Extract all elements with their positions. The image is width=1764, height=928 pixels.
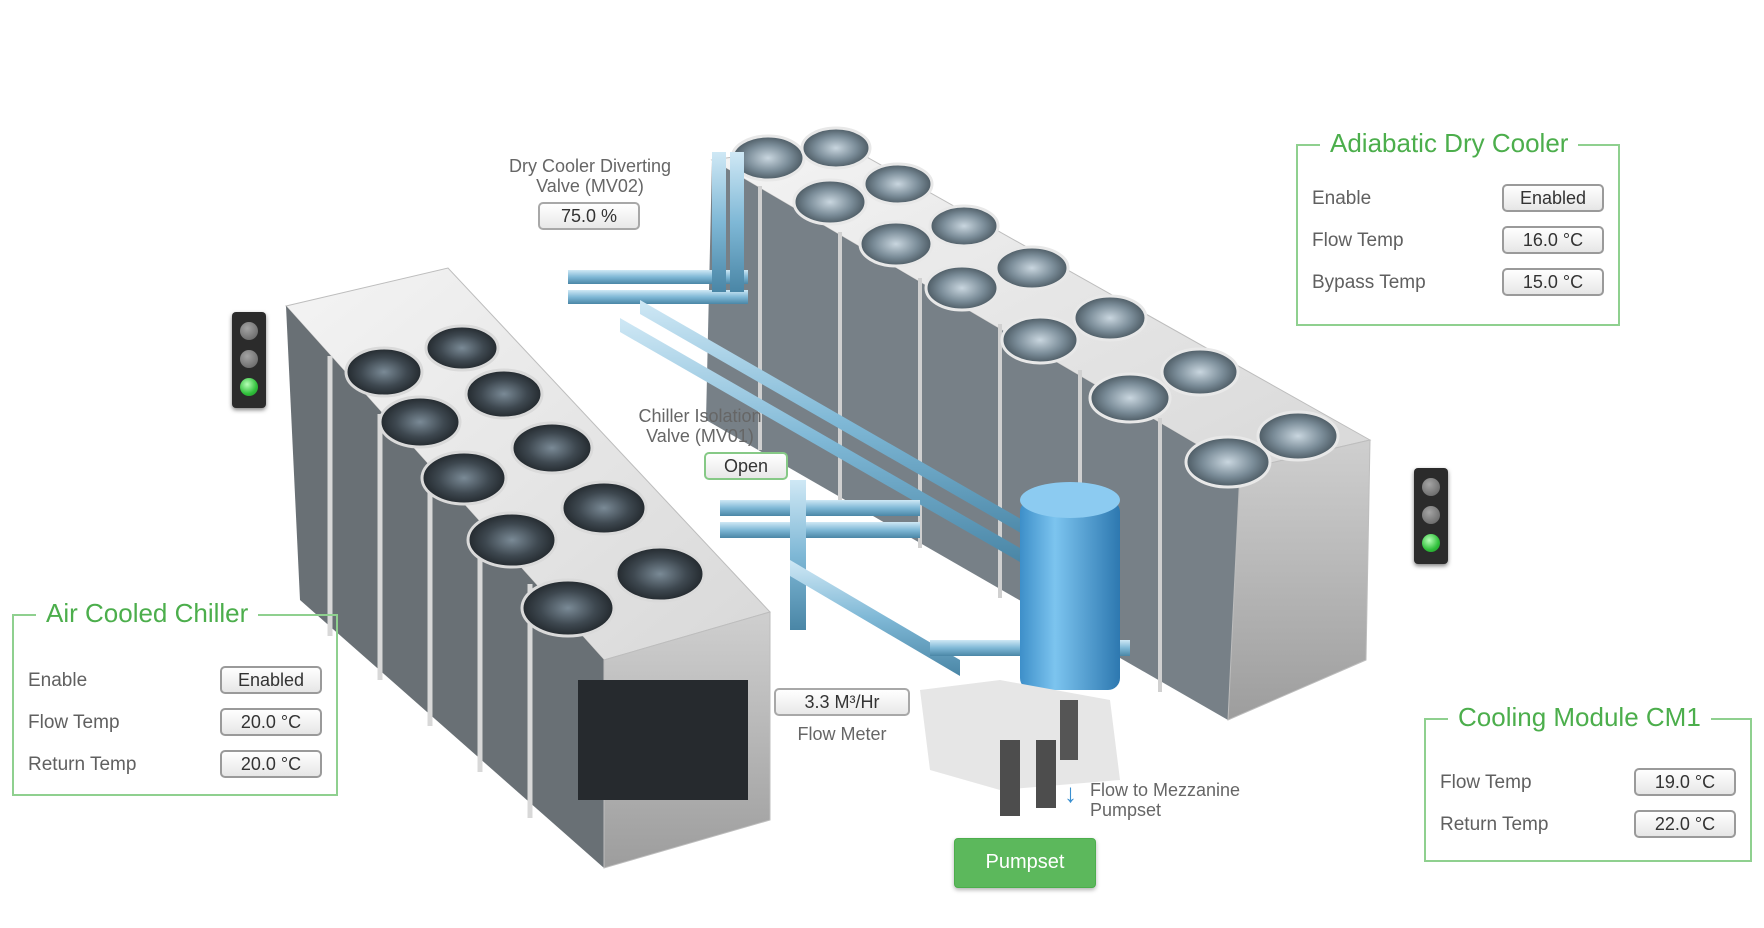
dry-cooler-flow-temp-row: Flow Temp 16.0 °C (1312, 226, 1604, 256)
flow-meter-label: Flow Meter (797, 724, 887, 744)
cm1-flow-temp-row: Flow Temp 19.0 °C (1440, 768, 1736, 798)
cm1-flow-temp-value: 19.0 °C (1634, 768, 1736, 796)
adiabatic-dry-cooler-title: Adiabatic Dry Cooler (1320, 128, 1579, 159)
chiller-flow-temp-label: Flow Temp (28, 712, 120, 733)
traffic-lamp-red (240, 322, 258, 340)
dry-cooler-status-light (1414, 468, 1448, 564)
dry-cooler-valve-value: 75.0 % (538, 202, 640, 230)
traffic-lamp-amber (240, 350, 258, 368)
dry-cooler-valve-label: Dry Cooler Diverting Valve (MV02) (470, 156, 710, 196)
pumpset-button[interactable]: Pumpset (954, 838, 1096, 888)
traffic-lamp-green (240, 378, 258, 396)
chiller-valve-label-line1: Chiller Isolation (638, 406, 762, 426)
chiller-enable-value[interactable]: Enabled (220, 666, 322, 694)
chiller-status-light (232, 312, 266, 408)
mezzanine-label: Flow to Mezzanine Pumpset (1090, 780, 1290, 820)
chiller-valve-label: Chiller Isolation Valve (MV01) (600, 406, 800, 446)
air-cooled-chiller-panel: Air Cooled Chiller Enable Enabled Flow T… (12, 598, 338, 796)
cm1-return-temp-row: Return Temp 22.0 °C (1440, 810, 1736, 840)
chiller-flow-temp-value: 20.0 °C (220, 708, 322, 736)
air-cooled-chiller-title: Air Cooled Chiller (36, 598, 259, 629)
chiller-valve-value: Open (704, 452, 788, 480)
dry-cooler-enable-label: Enable (1312, 188, 1372, 209)
chiller-return-temp-row: Return Temp 20.0 °C (28, 750, 322, 780)
traffic-lamp-red (1422, 478, 1440, 496)
dry-cooler-enable-row: Enable Enabled (1312, 184, 1604, 214)
cooling-module-panel: Cooling Module CM1 Flow Temp 19.0 °C Ret… (1424, 702, 1752, 862)
down-arrow-icon: ↓ (1064, 778, 1077, 808)
mezzanine-label-line2: Pumpset (1090, 800, 1162, 820)
cm1-flow-temp-label: Flow Temp (1440, 772, 1532, 793)
flow-meter-value: 3.3 M³/Hr (774, 688, 910, 716)
cooling-module-title: Cooling Module CM1 (1448, 702, 1711, 733)
traffic-lamp-amber (1422, 506, 1440, 524)
dry-cooler-bypass-temp-value: 15.0 °C (1502, 268, 1604, 296)
adiabatic-dry-cooler-panel: Adiabatic Dry Cooler Enable Enabled Flow… (1296, 128, 1620, 326)
chiller-enable-row: Enable Enabled (28, 666, 322, 696)
mezzanine-label-line1: Flow to Mezzanine (1090, 780, 1241, 800)
dry-cooler-bypass-temp-row: Bypass Temp 15.0 °C (1312, 268, 1604, 298)
dry-cooler-flow-temp-value: 16.0 °C (1502, 226, 1604, 254)
dry-cooler-valve-label-line2: Valve (MV02) (536, 176, 644, 196)
dry-cooler-enable-value[interactable]: Enabled (1502, 184, 1604, 212)
dry-cooler-bypass-temp-label: Bypass Temp (1312, 272, 1426, 293)
traffic-lamp-green (1422, 534, 1440, 552)
chiller-enable-label: Enable (28, 670, 88, 691)
chiller-return-temp-value: 20.0 °C (220, 750, 322, 778)
chiller-flow-temp-row: Flow Temp 20.0 °C (28, 708, 322, 738)
dry-cooler-flow-temp-label: Flow Temp (1312, 230, 1404, 251)
cm1-return-temp-value: 22.0 °C (1634, 810, 1736, 838)
chiller-return-temp-label: Return Temp (28, 754, 137, 775)
cm1-return-temp-label: Return Temp (1440, 814, 1549, 835)
chiller-valve-label-line2: Valve (MV01) (646, 426, 754, 446)
dry-cooler-valve-label-line1: Dry Cooler Diverting (508, 156, 672, 176)
